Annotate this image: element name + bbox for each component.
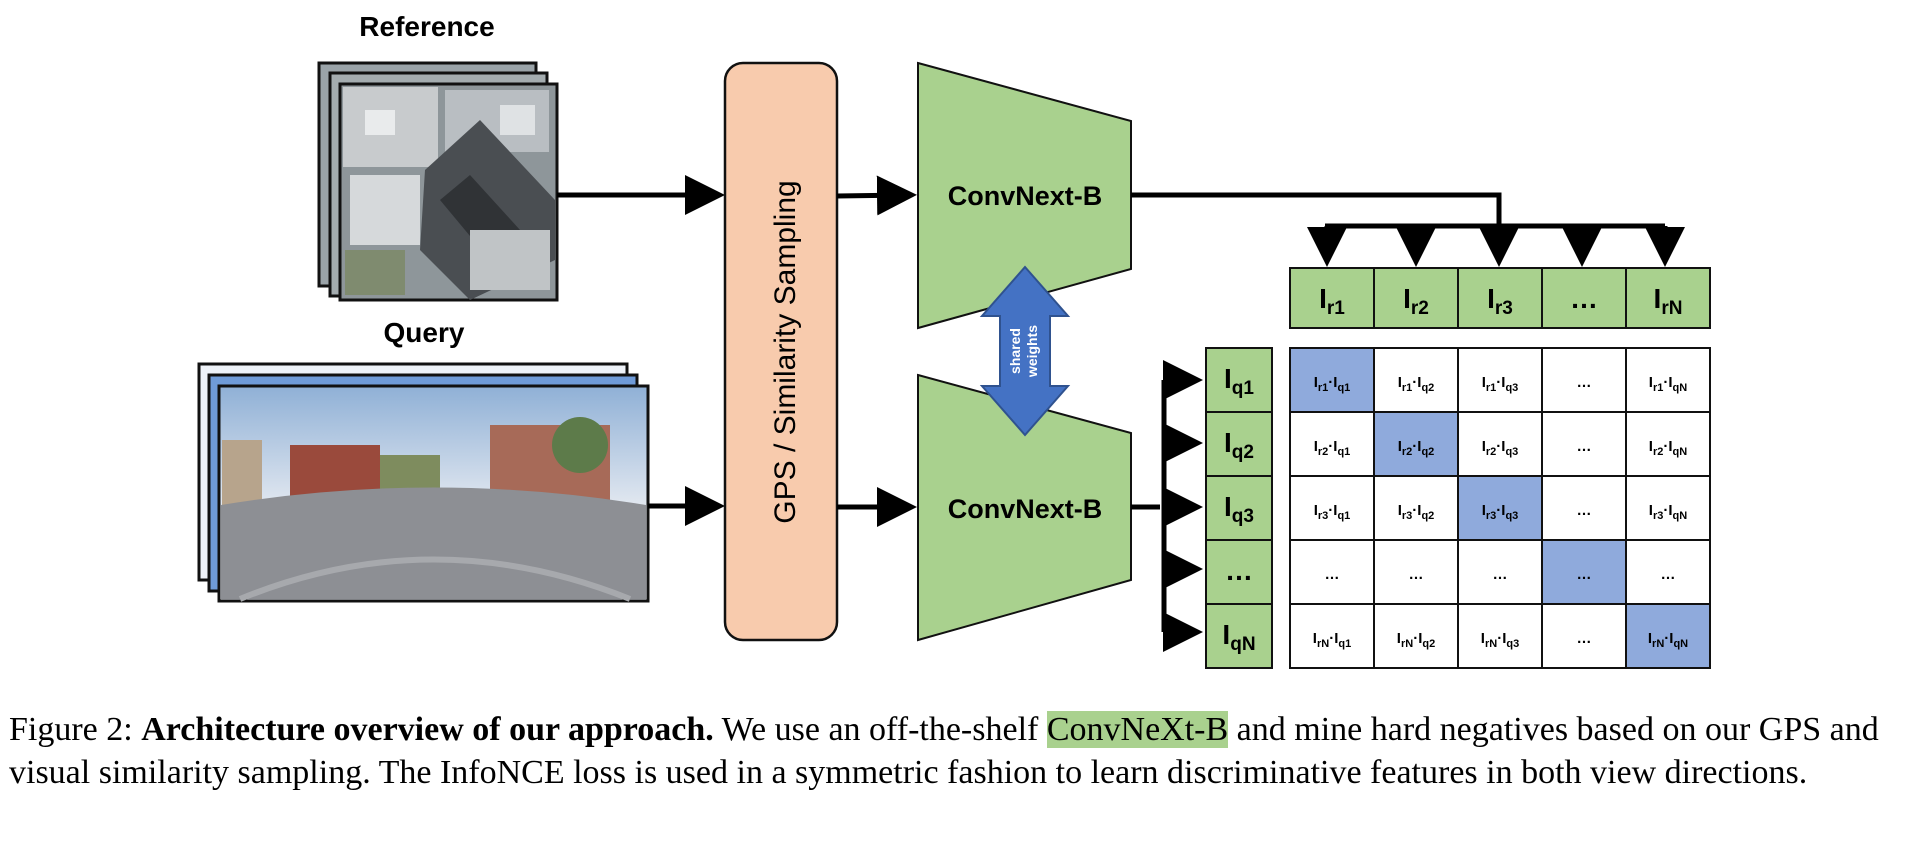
matrix-cell xyxy=(1625,603,1711,669)
query-header-label: Iq3 xyxy=(1224,491,1254,527)
query-header-label: IqN xyxy=(1222,619,1255,655)
query-image-stack xyxy=(197,362,650,603)
matrix-cell xyxy=(1457,539,1543,605)
shared-weights-arrow xyxy=(979,265,1071,437)
caption-title: Architecture overview of our approach. xyxy=(141,711,714,748)
figure-caption: Figure 2: Architecture overview of our a… xyxy=(9,708,1904,794)
encoder-bottom-label: ConvNext-B xyxy=(948,494,1103,524)
matrix-cell-label: IrN·Iq2 xyxy=(1397,630,1435,650)
matrix-cell-label: … xyxy=(1577,374,1592,391)
matrix-cell-label: Ir3·Iq3 xyxy=(1482,502,1519,522)
matrix-cell xyxy=(1457,411,1543,477)
caption-text-1: We use an off-the-shelf xyxy=(713,711,1047,748)
query-header-label: Iq2 xyxy=(1224,427,1254,463)
matrix-cell xyxy=(1625,347,1711,413)
matrix-cell xyxy=(1373,603,1459,669)
matrix-cell-label: Ir2·IqN xyxy=(1649,438,1687,458)
matrix-cell-label: … xyxy=(1409,566,1424,583)
matrix-cell-label: … xyxy=(1577,566,1592,583)
encoder-bottom xyxy=(917,373,1132,642)
reference-label: Reference xyxy=(359,11,494,42)
matrix-cell xyxy=(1289,539,1375,605)
reference-feature-headers: Ir1 Ir2 Ir3 … IrN xyxy=(1289,267,1711,329)
ref-header-cell xyxy=(1373,267,1459,329)
similarity-matrix: Ir1·Iq1 Ir1·Iq2 Ir1·Iq3 … Ir1·IqN Ir2·Iq1 Ir2·… xyxy=(1289,347,1711,669)
query-header-label: … xyxy=(1225,555,1253,586)
matrix-cell xyxy=(1625,539,1711,605)
shared-weights-label-2: weights xyxy=(1024,325,1040,378)
matrix-cell-label: Ir1·Iq1 xyxy=(1314,374,1351,394)
ref-header-cell xyxy=(1457,267,1543,329)
matrix-cell xyxy=(1541,347,1627,413)
query-feature-arrows xyxy=(1131,360,1203,652)
caption-prefix: Figure 2: xyxy=(9,711,142,748)
matrix-cell-label: … xyxy=(1661,566,1676,583)
matrix-cell-label: … xyxy=(1493,566,1508,583)
ref-header-label: Ir2 xyxy=(1403,283,1429,319)
ref-header-cell xyxy=(1289,267,1375,329)
matrix-cell-label: Ir1·IqN xyxy=(1649,374,1687,394)
query-header-cell xyxy=(1205,603,1273,669)
arrow-sampling-to-encoder-top xyxy=(836,175,917,216)
matrix-cell-label: IrN·Iq3 xyxy=(1481,630,1519,650)
reference-aerial-image xyxy=(338,82,559,302)
sampling-box xyxy=(723,61,839,642)
matrix-cell xyxy=(1541,603,1627,669)
ref-header-label: … xyxy=(1570,283,1598,314)
matrix-cell-label: … xyxy=(1577,438,1592,455)
matrix-cell-label: … xyxy=(1577,630,1592,647)
matrix-cell xyxy=(1289,411,1375,477)
matrix-cell-label: … xyxy=(1325,566,1340,583)
caption-text-2: and mine hard negatives based on our GPS… xyxy=(9,711,1879,791)
matrix-cell xyxy=(1289,475,1375,541)
query-header-label: Iq1 xyxy=(1224,363,1254,399)
matrix-cell xyxy=(1373,411,1459,477)
query-panorama-image xyxy=(217,384,650,603)
encoder-top xyxy=(917,61,1132,330)
matrix-cell xyxy=(1373,539,1459,605)
matrix-cell xyxy=(1541,539,1627,605)
query-label: Query xyxy=(384,317,465,348)
matrix-cell-label: Ir3·Iq1 xyxy=(1314,502,1351,522)
matrix-cell-label: Ir2·Iq3 xyxy=(1482,438,1519,458)
matrix-cell xyxy=(1373,475,1459,541)
query-header-cell xyxy=(1205,475,1273,541)
matrix-cell xyxy=(1625,475,1711,541)
ref-header-label: Ir1 xyxy=(1319,283,1345,319)
sampling-label: GPS / Similarity Sampling xyxy=(769,180,802,523)
matrix-cell xyxy=(1457,347,1543,413)
matrix-cell-label: Ir2·Iq1 xyxy=(1314,438,1351,458)
matrix-cell-label: … xyxy=(1577,502,1592,519)
matrix-cell xyxy=(1625,411,1711,477)
reference-feature-arrows xyxy=(1131,192,1685,267)
architecture-diagram: Reference Query xyxy=(197,11,1711,669)
ref-header-cell xyxy=(1541,267,1627,329)
matrix-cell-label: IrN·IqN xyxy=(1648,630,1688,650)
matrix-cell-label: Ir1·Iq2 xyxy=(1398,374,1435,394)
reference-image-stack xyxy=(317,61,559,302)
ref-header-label: Ir3 xyxy=(1487,283,1513,319)
matrix-cell-label: Ir3·Iq2 xyxy=(1398,502,1435,522)
ref-header-label: IrN xyxy=(1654,283,1683,319)
shared-weights-label-1: shared xyxy=(1007,328,1023,374)
encoder-top-label: ConvNext-B xyxy=(948,181,1103,211)
matrix-cell-label: Ir2·Iq2 xyxy=(1398,438,1435,458)
matrix-cell-label: Ir1·Iq3 xyxy=(1482,374,1519,394)
matrix-cell-label: IrN·Iq1 xyxy=(1313,630,1351,650)
matrix-cell xyxy=(1289,347,1375,413)
caption-highlight: ConvNeXt-B xyxy=(1046,711,1229,748)
ref-header-cell xyxy=(1625,267,1711,329)
matrix-cell-label: Ir3·IqN xyxy=(1649,502,1687,522)
